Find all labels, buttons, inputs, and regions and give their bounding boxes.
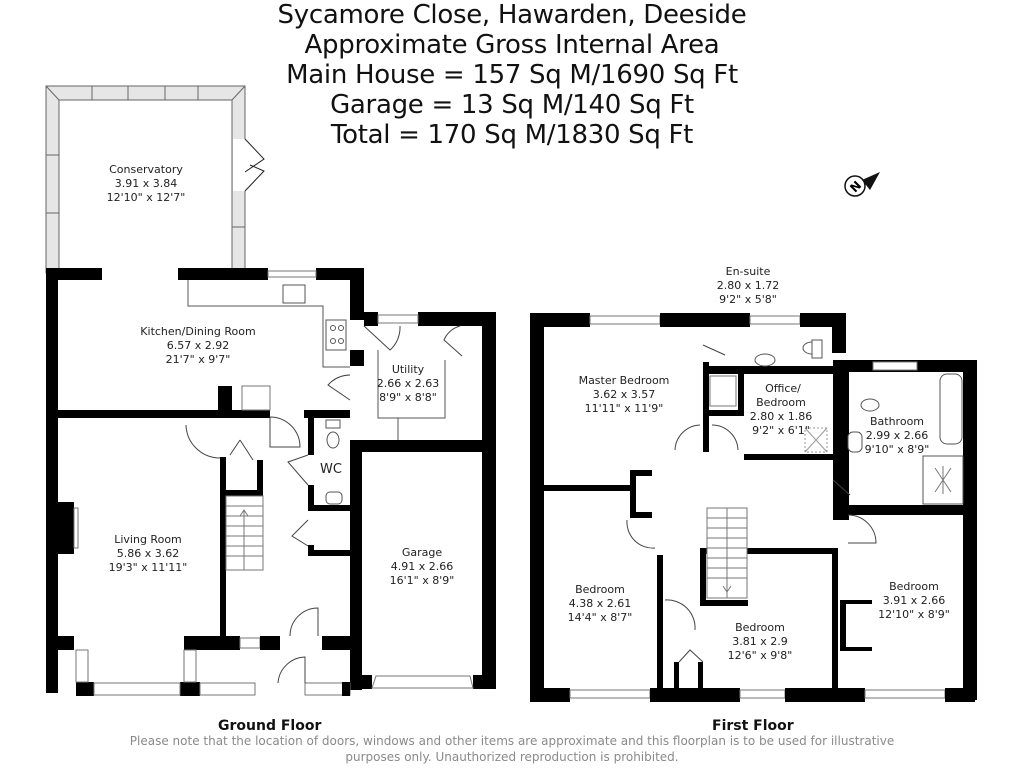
svg-text:21'7" x 9'7": 21'7" x 9'7" (166, 353, 231, 366)
room-label-living-room: Living Room 5.86 x 3.62 19'3" x 11'11" (109, 533, 188, 574)
compass-icon: N (844, 172, 880, 197)
room-label-bedroom-1: Bedroom 4.38 x 2.61 14'4" x 8'7" (568, 583, 633, 624)
svg-text:Kitchen/Dining Room: Kitchen/Dining Room (140, 325, 255, 338)
svg-text:3.91 x 3.84: 3.91 x 3.84 (115, 177, 178, 190)
svg-text:WC: WC (320, 462, 342, 477)
staircase-first-floor (706, 507, 748, 599)
first-floor-label: First Floor (712, 718, 794, 734)
room-label-bathroom: Bathroom 2.99 x 2.66 9'10" x 8'9" (865, 415, 930, 456)
wall (316, 268, 364, 280)
svg-text:9'2" x 6'1": 9'2" x 6'1" (752, 424, 810, 437)
svg-text:9'2" x 5'8": 9'2" x 5'8" (719, 293, 777, 306)
svg-text:19'3" x 11'11": 19'3" x 11'11" (109, 561, 188, 574)
disclaimer-line-1: Please note that the location of doors, … (129, 734, 895, 748)
svg-text:Bedroom: Bedroom (889, 580, 939, 593)
svg-text:Bathroom: Bathroom (870, 415, 924, 428)
first-floor-plan (530, 313, 977, 702)
room-label-en-suite: En-suite 2.80 x 1.72 9'2" x 5'8" (717, 265, 780, 306)
room-label-utility: Utility 2.66 x 2.63 8'9" x 8'8" (377, 363, 440, 404)
svg-text:14'4" x 8'7": 14'4" x 8'7" (568, 611, 633, 624)
room-label-master-bedroom: Master Bedroom 3.62 x 3.57 11'11" x 11'9… (579, 374, 670, 415)
svg-text:2.80 x 1.72: 2.80 x 1.72 (717, 279, 780, 292)
svg-text:3.81 x 2.9: 3.81 x 2.9 (732, 635, 788, 648)
ground-floor-label: Ground Floor (218, 718, 322, 734)
svg-text:Garage: Garage (402, 546, 443, 559)
svg-text:12'10" x 8'9": 12'10" x 8'9" (878, 608, 950, 621)
disclaimer-line-2: purposes only. Unauthorized reproduction… (345, 750, 679, 764)
room-label-wc: WC (320, 462, 342, 477)
svg-text:16'1" x 8'9": 16'1" x 8'9" (390, 574, 455, 587)
svg-text:3.62 x 3.57: 3.62 x 3.57 (593, 388, 656, 401)
disclaimer: Please note that the location of doors, … (0, 733, 1024, 765)
svg-text:3.91 x 2.66: 3.91 x 2.66 (883, 594, 946, 607)
address-title: Sycamore Close, Hawarden, Deeside (277, 0, 747, 30)
svg-text:6.57 x 2.92: 6.57 x 2.92 (167, 339, 230, 352)
title-block: Sycamore Close, Hawarden, Deeside Approx… (0, 0, 1024, 150)
svg-text:4.91 x 2.66: 4.91 x 2.66 (391, 560, 454, 573)
svg-text:4.38 x 2.61: 4.38 x 2.61 (569, 597, 632, 610)
svg-text:12'6" x 9'8": 12'6" x 9'8" (728, 649, 793, 662)
svg-text:Conservatory: Conservatory (109, 163, 183, 176)
svg-text:2.66 x 2.63: 2.66 x 2.63 (377, 377, 440, 390)
ground-floor-plan (45, 85, 496, 696)
room-label-bedroom-2: Bedroom 3.81 x 2.9 12'6" x 9'8" (728, 621, 793, 662)
room-label-office-bedroom: Office/ Bedroom 2.80 x 1.86 9'2" x 6'1" (750, 382, 813, 437)
svg-text:Master Bedroom: Master Bedroom (579, 374, 670, 387)
svg-text:Bedroom: Bedroom (575, 583, 625, 596)
conservatory-frame (45, 85, 265, 274)
room-label-kitchen-dining: Kitchen/Dining Room 6.57 x 2.92 21'7" x … (140, 325, 255, 366)
svg-text:5.86 x 3.62: 5.86 x 3.62 (117, 547, 180, 560)
room-label-conservatory: Conservatory 3.91 x 3.84 12'10" x 12'7" (107, 163, 186, 204)
svg-text:Bedroom: Bedroom (735, 621, 785, 634)
staircase (225, 495, 264, 571)
main-house-area: Main House = 157 Sq M/1690 Sq Ft (286, 60, 738, 90)
area-subtitle: Approximate Gross Internal Area (304, 30, 720, 60)
svg-text:Living Room: Living Room (114, 533, 182, 546)
svg-text:11'11" x 11'9": 11'11" x 11'9" (585, 402, 664, 415)
total-area: Total = 170 Sq M/1830 Sq Ft (330, 120, 694, 150)
svg-text:8'9" x 8'8": 8'9" x 8'8" (379, 391, 437, 404)
svg-text:En-suite: En-suite (726, 265, 771, 278)
svg-text:9'10" x 8'9": 9'10" x 8'9" (865, 443, 930, 456)
svg-text:Bedroom: Bedroom (756, 396, 806, 409)
svg-text:Office/: Office/ (765, 382, 801, 395)
room-label-garage: Garage 4.91 x 2.66 16'1" x 8'9" (390, 546, 455, 587)
wall (178, 268, 268, 280)
svg-text:12'10" x 12'7": 12'10" x 12'7" (107, 191, 186, 204)
room-label-bedroom-3: Bedroom 3.91 x 2.66 12'10" x 8'9" (878, 580, 950, 621)
svg-text:2.80 x 1.86: 2.80 x 1.86 (750, 410, 813, 423)
wall (46, 268, 102, 280)
garage-area: Garage = 13 Sq M/140 Sq Ft (330, 90, 694, 120)
svg-text:2.99 x 2.66: 2.99 x 2.66 (866, 429, 929, 442)
svg-text:Utility: Utility (392, 363, 425, 376)
